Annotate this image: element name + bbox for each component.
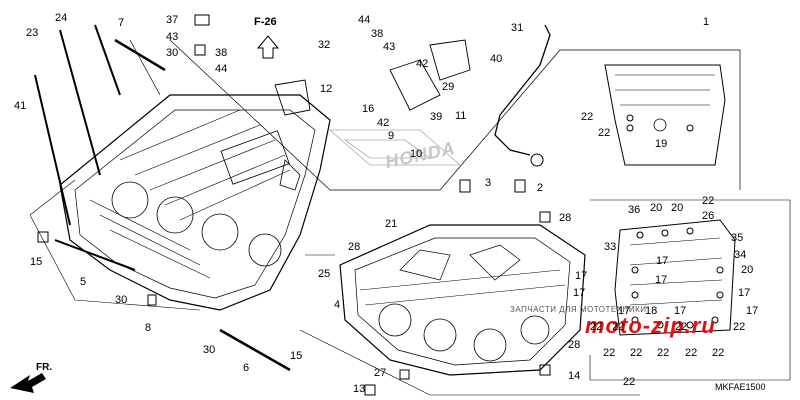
- callout-28-right: 28: [559, 212, 572, 224]
- callout-27: 27: [374, 367, 387, 379]
- callout-37: 37: [166, 14, 179, 26]
- callout-17: 17: [656, 255, 669, 267]
- callout-20: 20: [671, 202, 684, 214]
- callout-22: 22: [685, 347, 698, 359]
- callout-33: 33: [604, 241, 617, 253]
- callout-24: 24: [55, 12, 68, 24]
- callout-21: 21: [385, 218, 398, 230]
- callout-28-center: 28: [348, 241, 361, 253]
- callout-22: 22: [590, 321, 603, 333]
- callout-40: 40: [490, 53, 503, 65]
- callout-15-left: 15: [30, 256, 43, 268]
- front-direction-arrow-icon: [10, 373, 46, 393]
- callout-19: 19: [655, 138, 668, 150]
- callout-25: 25: [318, 268, 331, 280]
- callout-22: 22: [603, 347, 616, 359]
- callout-14: 14: [568, 370, 581, 382]
- callout-22: 22: [612, 321, 625, 333]
- callout-1: 1: [703, 16, 710, 28]
- callout-17: 17: [655, 274, 668, 286]
- callout-42-top: 42: [416, 58, 429, 70]
- callout-6: 6: [243, 362, 250, 374]
- callout-22: 22: [702, 195, 715, 207]
- callout-15-bottom: 15: [290, 350, 303, 362]
- callout-17: 17: [573, 287, 586, 299]
- callout-22: 22: [581, 111, 594, 123]
- callout-22: 22: [675, 321, 688, 333]
- callout-34: 34: [734, 249, 747, 261]
- callout-8: 8: [145, 322, 152, 334]
- callout-43-right: 43: [383, 41, 396, 53]
- upper-crankcase: [59, 94, 331, 311]
- callout-17: 17: [674, 305, 687, 317]
- callout-38-top: 38: [215, 47, 228, 59]
- lower-crankcase: [339, 224, 586, 376]
- callout-3: 3: [485, 177, 492, 189]
- callout-42-bottom: 42: [377, 117, 390, 129]
- callout-41: 41: [14, 100, 27, 112]
- callout-20: 20: [650, 202, 663, 214]
- callout-12: 12: [320, 83, 333, 95]
- callout-32: 32: [318, 39, 331, 51]
- callout-30-left: 30: [115, 294, 128, 306]
- crankcase-detail-upper-right: [604, 64, 726, 166]
- callout-44-right: 44: [358, 14, 371, 26]
- callout-31: 31: [511, 22, 524, 34]
- callout-23: 23: [26, 27, 39, 39]
- callout-36: 36: [628, 204, 641, 216]
- callout-30-bottom: 30: [203, 344, 216, 356]
- callout-17: 17: [738, 287, 751, 299]
- callout-17: 17: [575, 270, 588, 282]
- callout-22: 22: [657, 347, 670, 359]
- callout-30-top: 30: [166, 47, 179, 59]
- callout-22: 22: [623, 376, 636, 388]
- callout-43-left: 43: [166, 31, 179, 43]
- figure-reference: F-26: [254, 16, 277, 28]
- callout-29: 29: [442, 81, 455, 93]
- callout-17: 17: [746, 305, 759, 317]
- callout-22: 22: [733, 321, 746, 333]
- callout-2: 2: [537, 182, 544, 194]
- callout-9: 9: [388, 130, 395, 142]
- callout-22: 22: [598, 127, 611, 139]
- watermark-subtext: ЗАПЧАСТИ ДЛЯ МОТОТЕХНИКИ: [510, 305, 647, 314]
- watermark-text: moto-zip.ru: [585, 313, 716, 338]
- callout-10: 10: [410, 148, 423, 160]
- callout-5: 5: [80, 276, 87, 288]
- callout-18: 18: [645, 305, 658, 317]
- callout-38-right: 38: [371, 28, 384, 40]
- callout-26: 26: [702, 210, 715, 222]
- callout-4: 4: [334, 299, 341, 311]
- honda-brand-mark: [328, 129, 462, 166]
- callout-28-bottom: 28: [568, 339, 581, 351]
- callout-11: 11: [455, 110, 467, 122]
- callout-44-left: 44: [215, 63, 228, 75]
- callout-7: 7: [118, 17, 125, 29]
- callout-35: 35: [731, 232, 744, 244]
- callout-22: 22: [712, 347, 725, 359]
- direction-label: FR.: [36, 362, 53, 373]
- callout-16: 16: [362, 103, 375, 115]
- callout-39: 39: [430, 111, 443, 123]
- callout-17: 17: [618, 305, 631, 317]
- callout-20: 20: [741, 264, 754, 276]
- crankcase-detail-lower-right: [614, 219, 736, 336]
- diagram-code: MKFAE1500: [715, 382, 766, 392]
- callout-13: 13: [353, 383, 366, 395]
- callout-22: 22: [630, 347, 643, 359]
